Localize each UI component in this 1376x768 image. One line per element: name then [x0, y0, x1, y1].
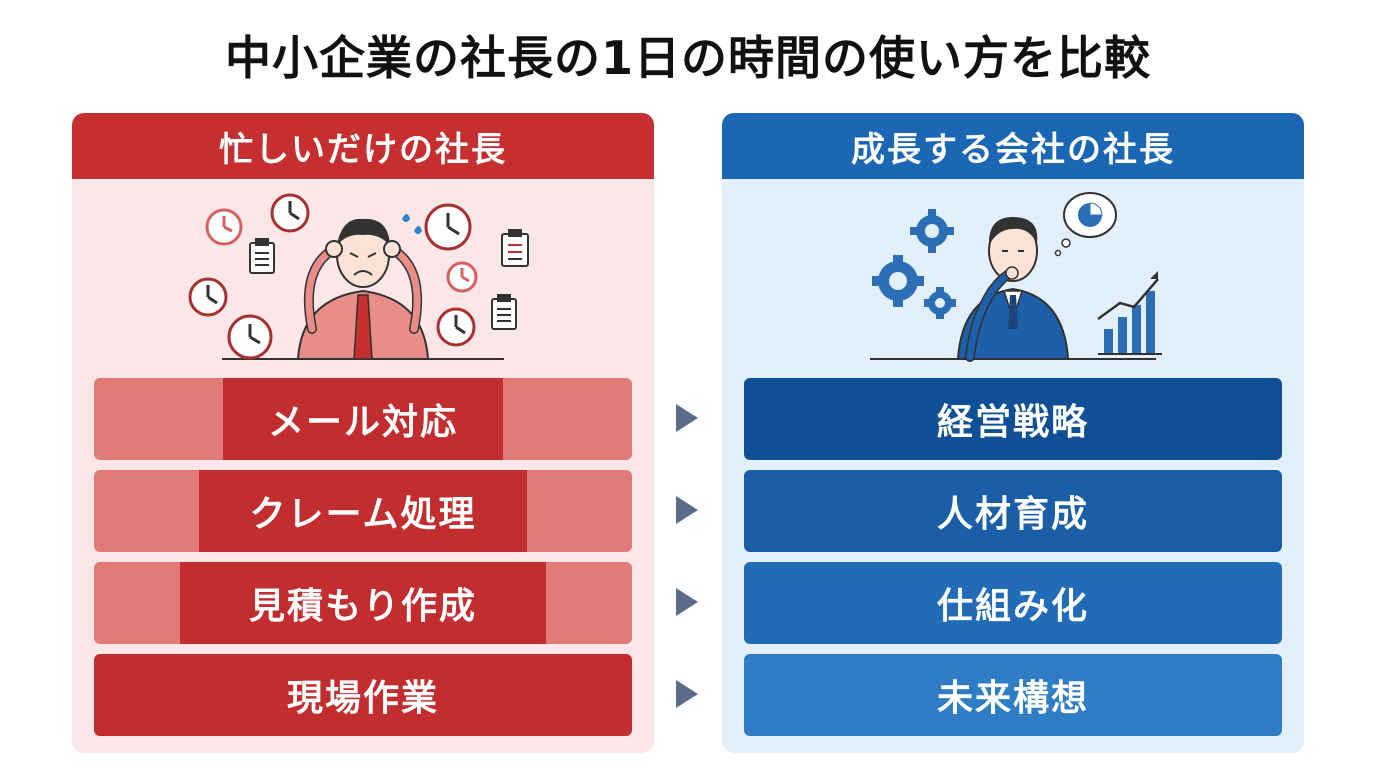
gear-icon	[924, 287, 956, 319]
busy-task-fill	[198, 470, 528, 552]
thinking-person-icon	[956, 217, 1070, 362]
clipboard-icon	[501, 229, 529, 267]
chevron-right-icon	[676, 680, 698, 708]
stressed-president-illustration	[188, 193, 529, 360]
busy-task-label: 見積もり作成	[248, 586, 477, 627]
thinking-president-illustration	[870, 192, 1162, 362]
busy-task-fill	[94, 654, 632, 736]
busy-task-fill	[180, 562, 546, 644]
growth-task-label: 人材育成	[936, 494, 1089, 535]
growth-task-item: 人材育成	[744, 470, 1282, 552]
gear-icon	[910, 209, 954, 253]
growth-task-item: 未来構想	[744, 654, 1282, 736]
clock-icon	[227, 314, 273, 360]
busy-task-item: 見積もり作成	[94, 562, 632, 644]
busy-task-label: メール対応	[267, 402, 458, 443]
clock-icon	[188, 277, 228, 317]
growth-task-label: 経営戦略	[936, 402, 1089, 443]
chevron-right-icon	[676, 404, 698, 432]
clipboard-icon	[491, 294, 517, 330]
clock-icon	[446, 261, 478, 293]
clock-icon	[205, 208, 243, 246]
stressed-person-icon	[296, 218, 430, 360]
clock-icon	[424, 203, 472, 251]
growth-task-item: 経営戦略	[744, 378, 1282, 460]
pie-chart-thought-icon	[1054, 192, 1117, 257]
growth-president-panel: 成長する会社の社長	[722, 113, 1304, 753]
page-title: 中小企業の社長の1日の時間の使い方を比較	[224, 31, 1151, 85]
chevron-right-icon	[676, 588, 698, 616]
growth-president-header: 成長する会社の社長	[722, 113, 1304, 179]
growth-task-item: 仕組み化	[744, 562, 1282, 644]
busy-task-label: クレーム処理	[249, 494, 477, 535]
busy-task-item: クレーム処理	[94, 470, 632, 552]
busy-task-label: 現場作業	[286, 678, 439, 719]
clipboard-icon	[249, 238, 275, 274]
clock-icon	[270, 193, 310, 233]
busy-task-fill	[223, 378, 503, 460]
busy-president-panel: 忙しいだけの社長	[72, 113, 654, 753]
growth-chart-icon	[1097, 271, 1162, 355]
growth-task-label: 仕組み化	[936, 586, 1089, 627]
chevron-right-icon	[676, 496, 698, 524]
clock-icon	[436, 307, 476, 347]
busy-task-item: 現場作業	[94, 654, 632, 736]
growth-task-label: 未来構想	[936, 678, 1089, 719]
busy-president-header: 忙しいだけの社長	[72, 113, 654, 179]
busy-task-item: メール対応	[94, 378, 632, 460]
gear-icon	[872, 255, 924, 307]
